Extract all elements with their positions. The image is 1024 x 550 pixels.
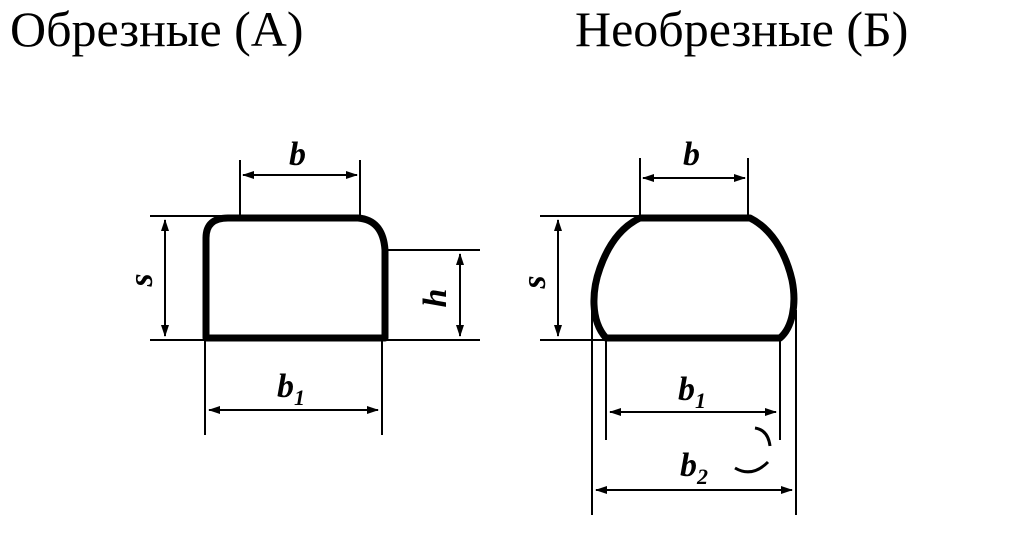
profile-a-dim-height — [150, 215, 240, 341]
profile-b-dim-height — [540, 215, 640, 341]
profile-a-label-h: h — [417, 289, 454, 308]
profile-b-dim-top — [639, 158, 749, 218]
profile-a-outline — [202, 214, 389, 342]
profile-a-label-s: s — [123, 273, 160, 287]
profile-a-dim-bottom — [204, 340, 383, 435]
profile-a-dim-side — [385, 249, 480, 341]
heading-untrimmed: Необрезные (Б) — [575, 1, 909, 57]
profile-b-dim-bottom2 — [591, 310, 797, 515]
heading-trimmed: Обрезные (А) — [10, 1, 304, 57]
profile-b-label-s: s — [516, 275, 553, 289]
profile-a: b s h b1 — [123, 136, 480, 435]
profile-b-dim-bottom1 — [605, 338, 781, 447]
profile-b-label-b1: b1 — [678, 371, 706, 413]
profile-a-label-b1: b1 — [277, 368, 305, 410]
profile-a-label-b: b — [289, 136, 306, 173]
profile-b-label-b2: b2 — [680, 447, 708, 489]
profile-b-outline — [590, 214, 798, 342]
profile-b: b s b1 b2 — [516, 136, 798, 515]
profile-b-label-b: b — [683, 136, 700, 173]
profile-a-dim-top — [239, 160, 361, 218]
